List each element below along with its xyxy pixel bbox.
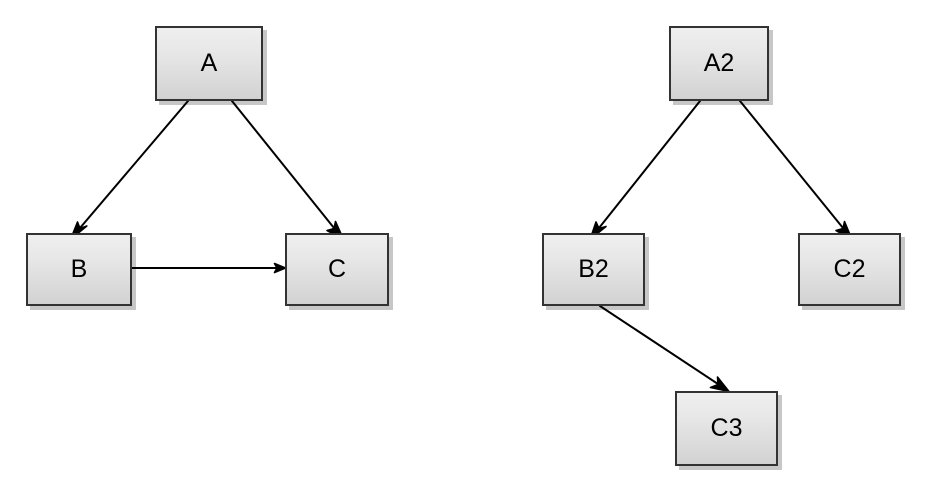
edge-a2-to-b2-line (598, 100, 701, 229)
edge-a2-to-c2-line (739, 100, 844, 229)
edge-b2-to-c3-line (599, 305, 719, 385)
node-c-label: C (327, 255, 347, 283)
edge-a-to-c[interactable] (231, 100, 345, 241)
edge-b2-to-c3[interactable] (599, 305, 730, 393)
node-c3[interactable]: C3 (675, 391, 778, 466)
node-a[interactable]: A (155, 26, 263, 101)
node-b2[interactable]: B2 (542, 233, 645, 306)
node-a2[interactable]: A2 (669, 26, 769, 101)
edge-a-to-c-line (231, 100, 335, 229)
edge-a2-to-b2[interactable] (589, 100, 701, 241)
node-c3-label: C3 (710, 414, 743, 442)
edge-a2-to-c2[interactable] (739, 100, 853, 241)
node-c2[interactable]: C2 (798, 233, 901, 306)
edge-a-to-b[interactable] (69, 100, 189, 241)
node-b-label: B (70, 255, 88, 283)
edge-b-to-c-arrowhead (273, 262, 287, 274)
edge-b-to-c[interactable] (131, 262, 287, 274)
node-b2-label: B2 (578, 255, 609, 283)
node-a2-label: A2 (703, 49, 735, 77)
edge-b2-to-c3-arrowhead (709, 376, 730, 393)
node-c[interactable]: C (285, 233, 389, 306)
node-a-label: A (200, 49, 218, 77)
node-c2-label: C2 (833, 255, 866, 283)
node-b[interactable]: B (26, 233, 132, 306)
edge-a-to-b-line (79, 100, 189, 229)
